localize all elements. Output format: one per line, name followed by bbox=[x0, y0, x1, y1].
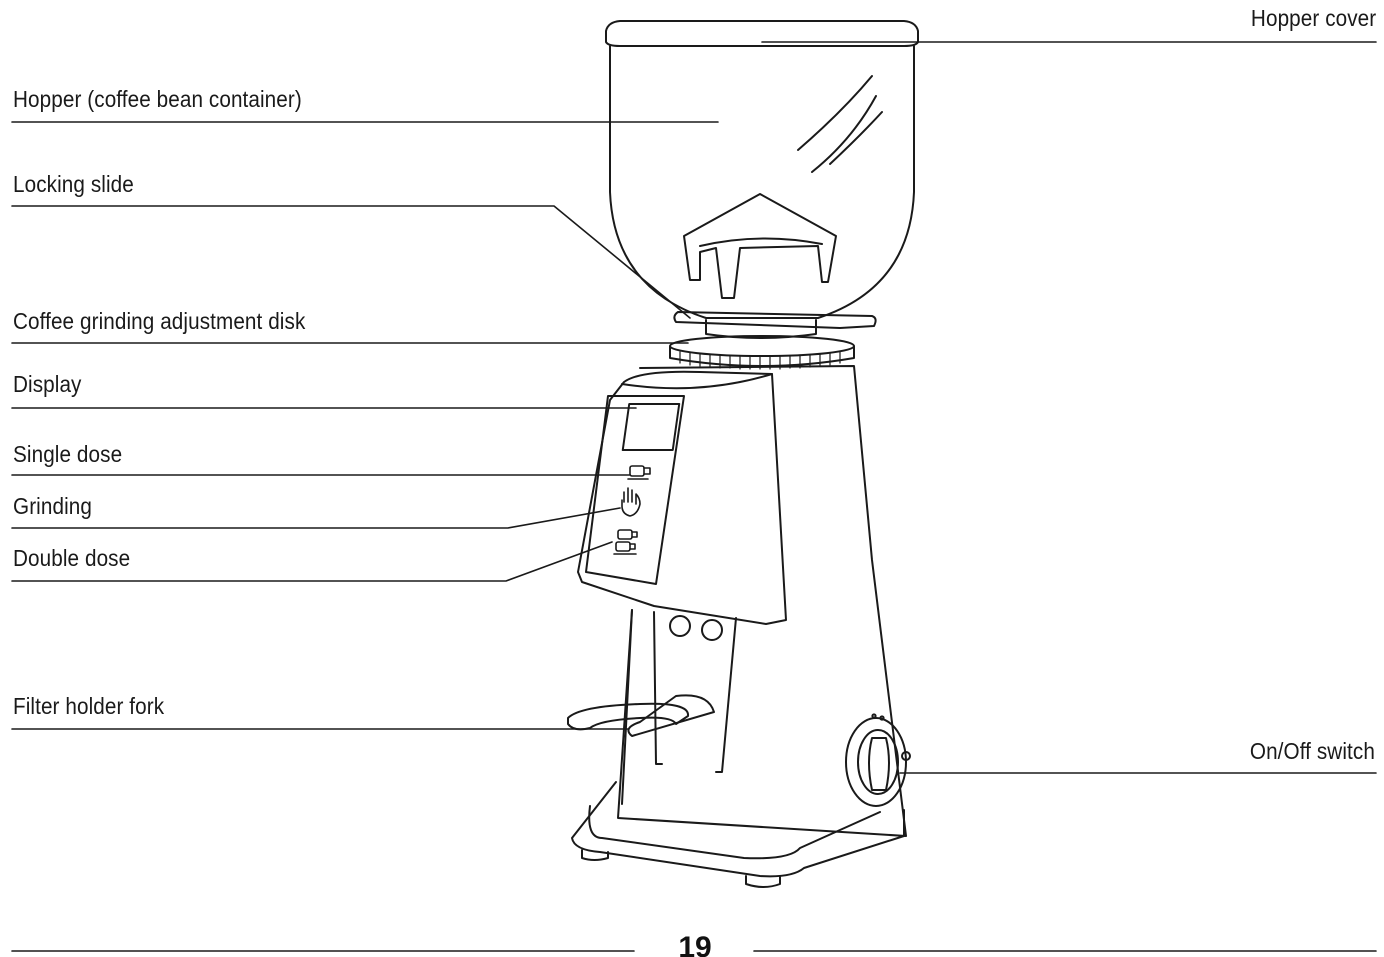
hand-icon bbox=[621, 487, 641, 517]
single-cup-icon bbox=[627, 465, 651, 480]
label-hopper-cover: Hopper cover bbox=[1250, 5, 1376, 31]
leader-double-dose bbox=[11, 541, 613, 582]
filter-holder-fork-drawing bbox=[567, 694, 715, 737]
locking-slide-drawing bbox=[673, 311, 877, 339]
label-filter-holder-fork: Filter holder fork bbox=[13, 693, 165, 719]
display-screen bbox=[621, 403, 681, 451]
label-display: Display bbox=[13, 371, 82, 397]
on-off-switch-drawing bbox=[845, 713, 911, 807]
label-on-off-switch: On/Off switch bbox=[1249, 738, 1375, 764]
double-cup-icon bbox=[613, 529, 638, 555]
leader-lines bbox=[11, 41, 1377, 774]
hopper-drawing bbox=[605, 20, 919, 319]
hopper-inner-cone bbox=[683, 193, 837, 299]
leader-locking-slide bbox=[11, 205, 691, 319]
label-single-dose: Single dose bbox=[13, 441, 123, 467]
label-grinding: Grinding bbox=[13, 493, 92, 519]
label-adjustment-disk: Coffee grinding adjustment disk bbox=[13, 308, 306, 334]
adjustment-disk-drawing bbox=[669, 335, 855, 370]
label-locking-slide: Locking slide bbox=[13, 171, 134, 197]
label-double-dose: Double dose bbox=[13, 545, 131, 571]
hopper-bowl bbox=[609, 45, 915, 319]
leader-grinding bbox=[11, 507, 621, 529]
hopper-cover-shape bbox=[605, 20, 919, 47]
label-hopper: Hopper (coffee bean container) bbox=[13, 86, 302, 112]
page-number: 19 bbox=[678, 931, 712, 957]
grinder-body bbox=[571, 365, 907, 888]
